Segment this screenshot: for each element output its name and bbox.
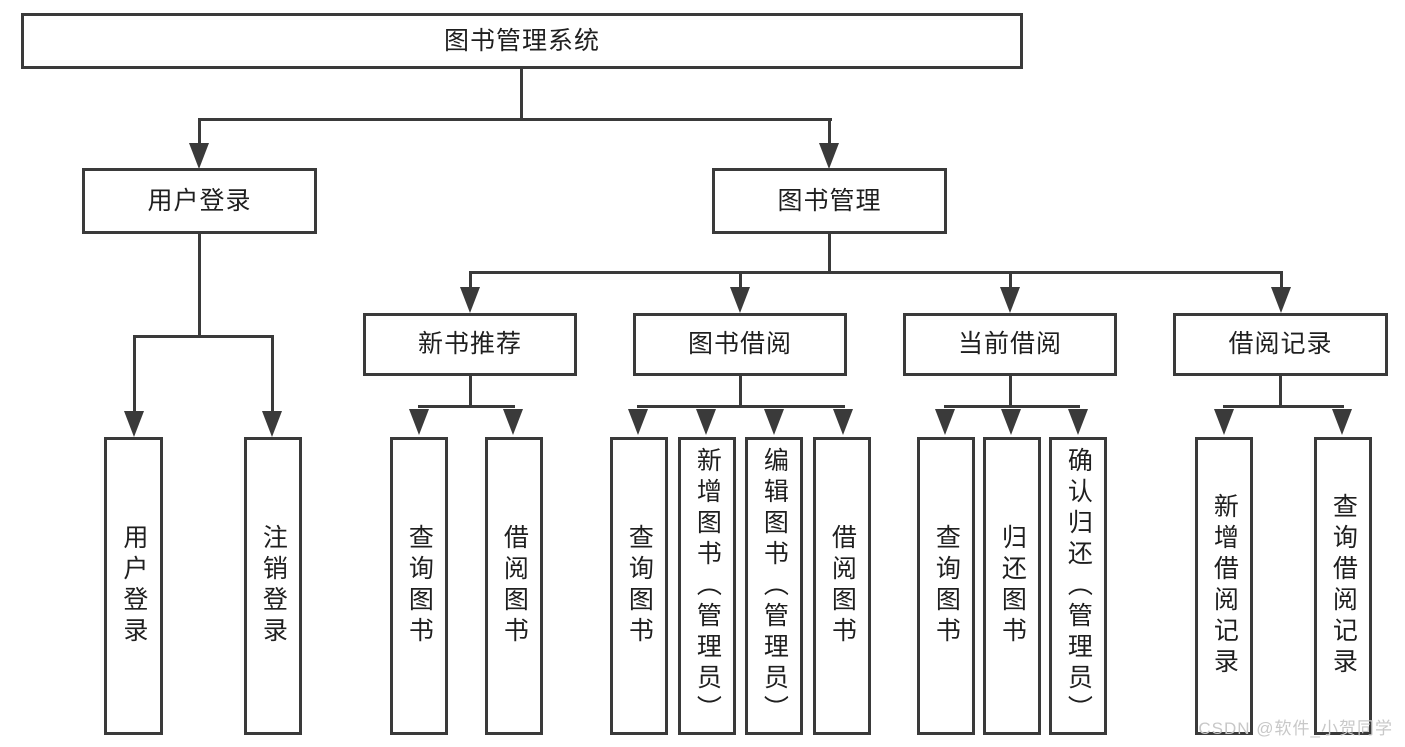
arrow-user-login [189,143,209,169]
connector-drop-borrow [739,273,742,288]
arrow-current [1000,287,1020,313]
connector-recommend-branch [418,405,515,408]
connector-bookmgmt-branch [469,271,1283,274]
arrow-edit-book [764,409,784,435]
node-current-borrow: 当前借阅 [903,313,1117,376]
connector-drop-book-mgmt [828,120,831,146]
leaf-query-borrow-record: 查询借阅记录 [1314,437,1372,735]
leaf-borrow-books-1: 借阅图书 [485,437,543,735]
connector-root-branch [198,118,832,121]
leaf-return-book: 归还图书 [983,437,1041,735]
arrow-query2 [628,409,648,435]
node-new-book-recommend: 新书推荐 [363,313,577,376]
connector-current-branch [944,405,1080,408]
connector-records-branch [1223,405,1344,408]
leaf-confirm-return-admin: 确认归还（管理员） [1049,437,1107,735]
connector-root-stem [520,68,523,120]
leaf-query-books-1: 查询图书 [390,437,448,735]
arrow-borrow1 [503,409,523,435]
connector-borrow-stem [739,376,742,407]
arrow-query3 [935,409,955,435]
leaf-user-login: 用户登录 [104,437,163,735]
arrow-records [1271,287,1291,313]
arrow-confirm-return [1068,409,1088,435]
node-book-management: 图书管理 [712,168,947,234]
connector-drop-leaf-logout [271,337,274,412]
leaf-add-borrow-record: 新增借阅记录 [1195,437,1253,735]
connector-drop-recommend [469,273,472,288]
arrow-query-record [1332,409,1352,435]
connector-userlogin-stem [198,234,201,337]
leaf-add-book-admin: 新增图书（管理员） [678,437,736,735]
connector-drop-current [1009,273,1012,288]
arrow-borrow [730,287,750,313]
node-book-borrow: 图书借阅 [633,313,847,376]
connector-userlogin-branch [133,335,274,338]
node-root-library-system: 图书管理系统 [21,13,1023,69]
connector-drop-leaf-login [133,337,136,412]
arrow-book-mgmt [819,143,839,169]
arrow-add-record [1214,409,1234,435]
node-borrow-records: 借阅记录 [1173,313,1388,376]
arrow-borrow2 [833,409,853,435]
connector-bookmgmt-stem [828,234,831,274]
arrow-return [1001,409,1021,435]
connector-records-stem [1279,376,1282,407]
leaf-logout: 注销登录 [244,437,302,735]
connector-drop-records [1280,273,1283,288]
connector-current-stem [1009,376,1012,407]
node-user-login: 用户登录 [82,168,317,234]
watermark-text: CSDN @软件_小贺同学 [1198,719,1393,738]
arrow-leaf-login [124,411,144,437]
leaf-edit-book-admin: 编辑图书（管理员） [745,437,803,735]
arrow-add-book [696,409,716,435]
arrow-leaf-logout [262,411,282,437]
leaf-borrow-books-2: 借阅图书 [813,437,871,735]
connector-recommend-stem [469,376,472,407]
connector-borrow-branch [637,405,845,408]
leaf-query-books-3: 查询图书 [917,437,975,735]
connector-drop-user-login [198,120,201,146]
arrow-query1 [409,409,429,435]
arrow-recommend [460,287,480,313]
leaf-query-books-2: 查询图书 [610,437,668,735]
